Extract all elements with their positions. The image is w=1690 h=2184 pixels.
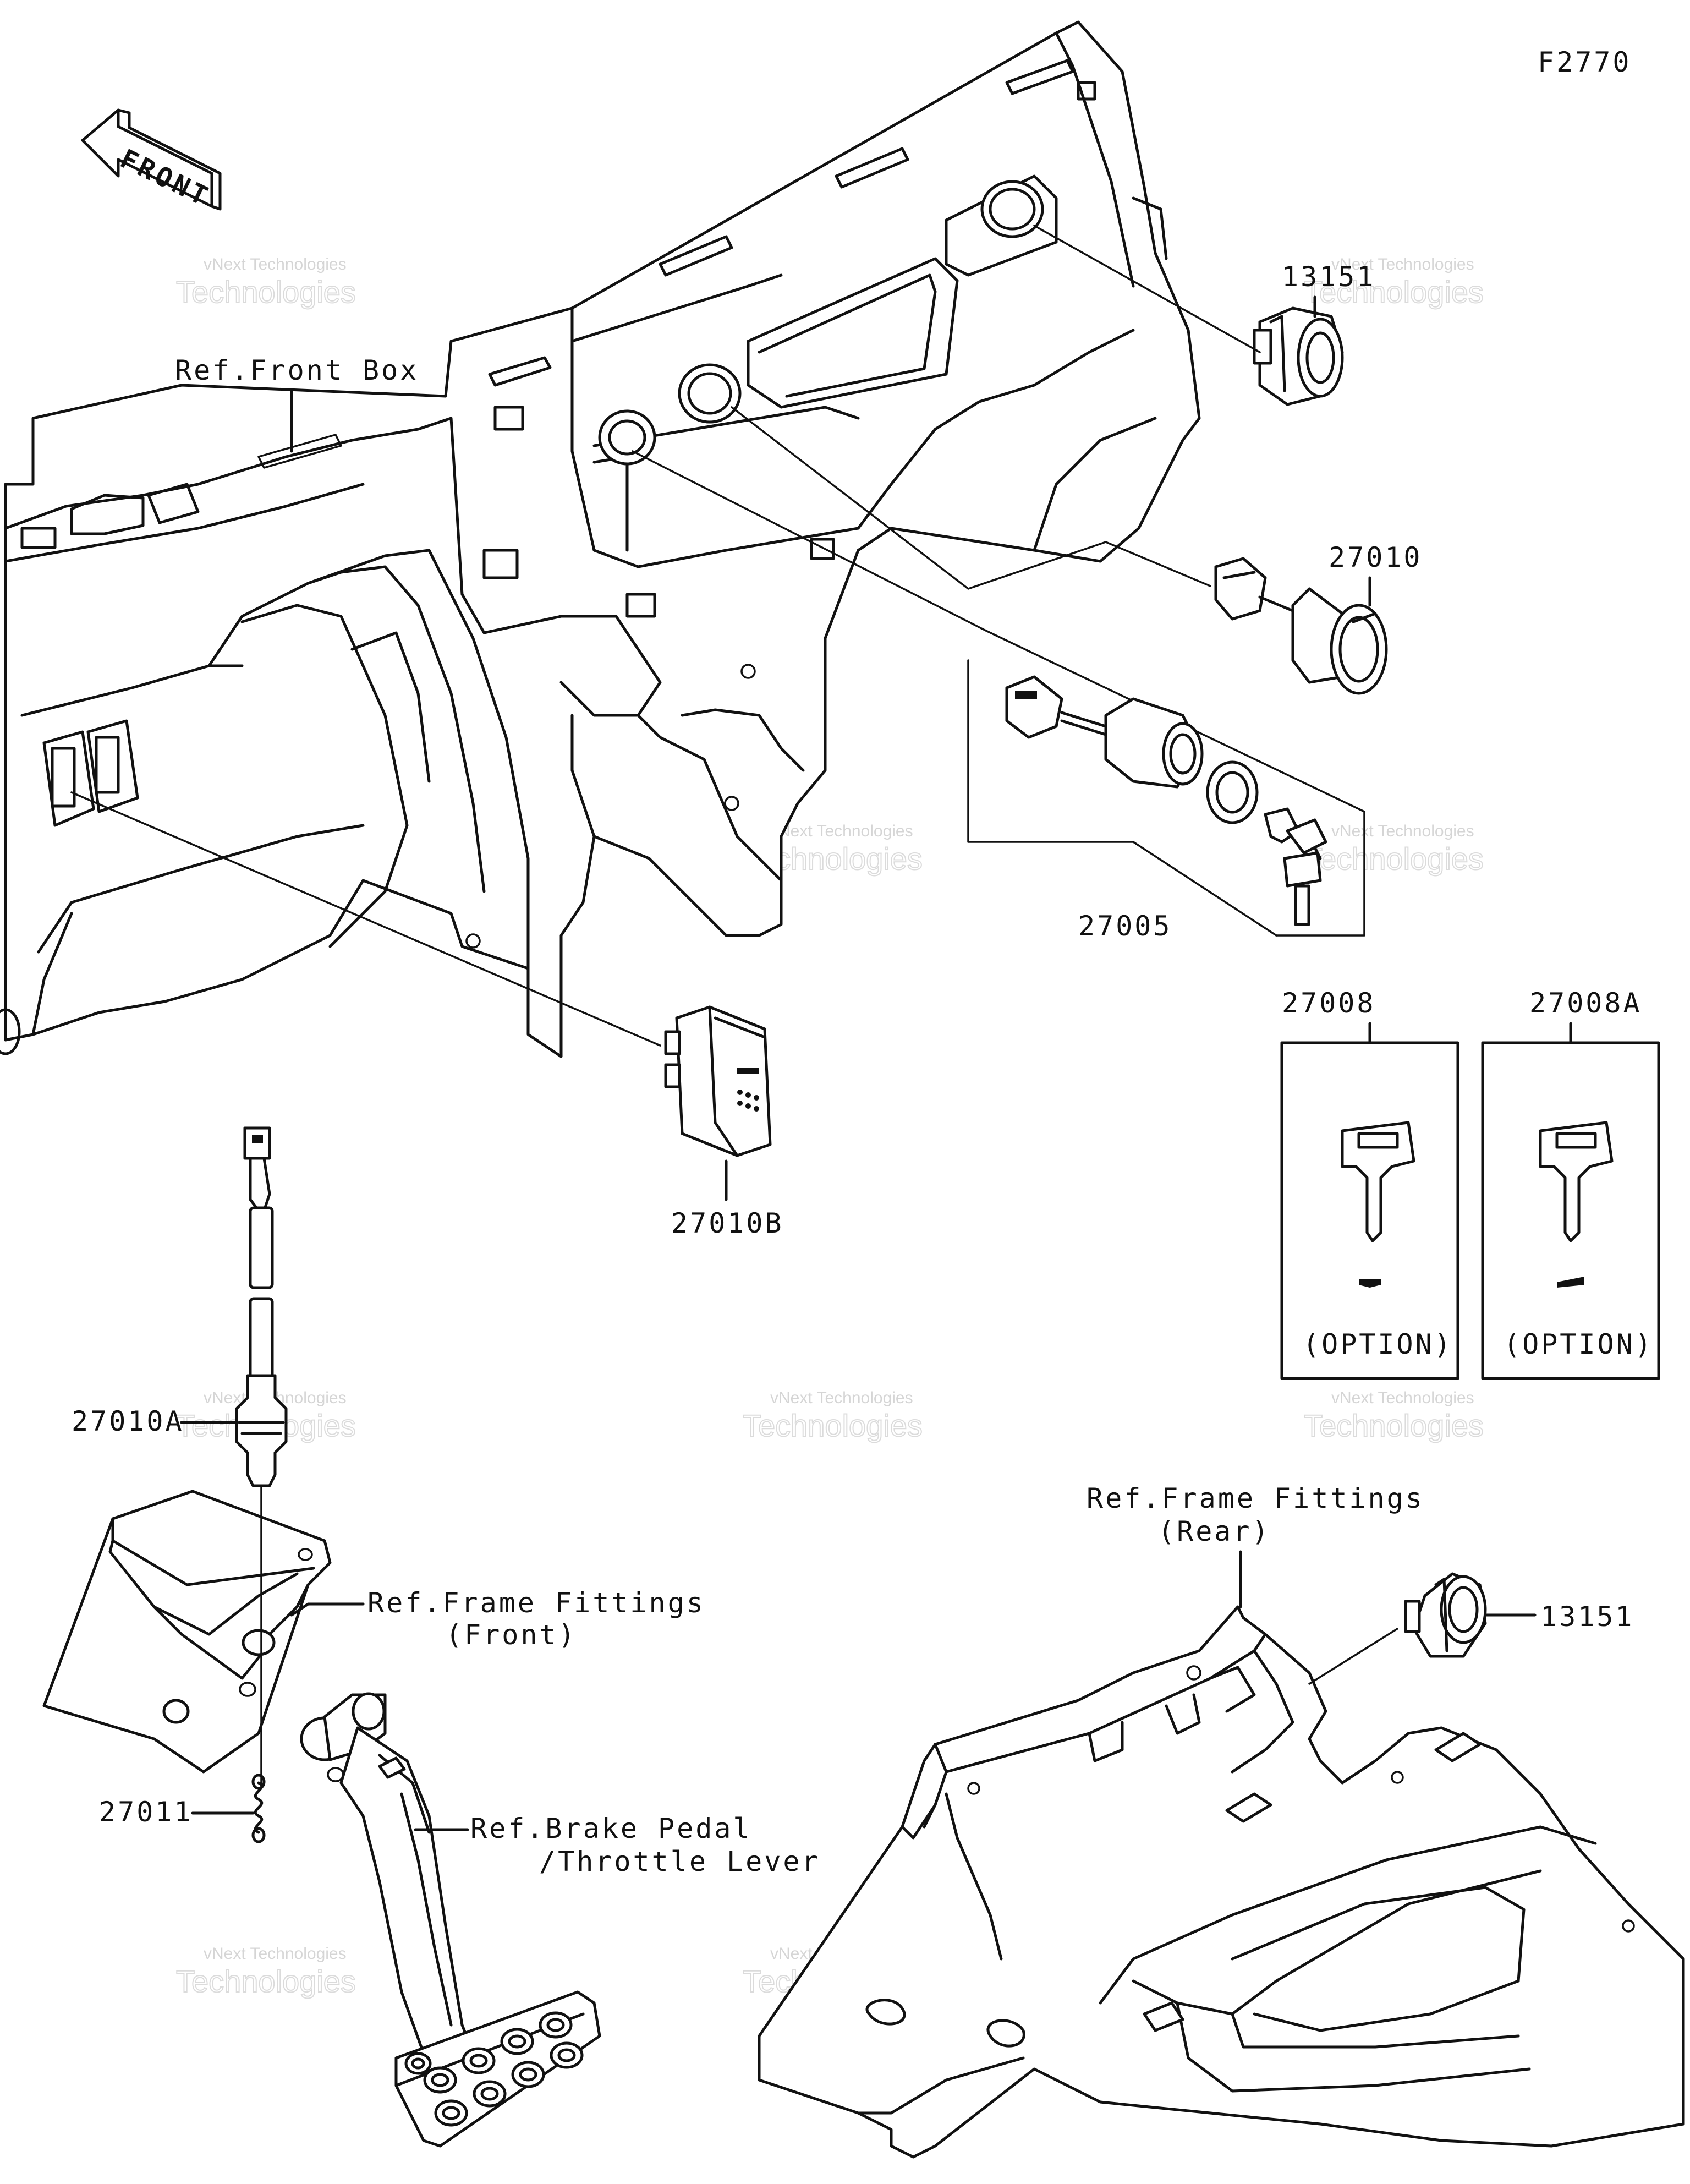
watermark-text: Technologies xyxy=(743,1408,923,1443)
option-label: (OPTION) xyxy=(1303,1328,1453,1360)
part-27010B-rocker-switch xyxy=(664,1005,772,1157)
part-27010B-label: 27010B xyxy=(671,1207,784,1239)
watermark-text: Technologies xyxy=(176,1964,356,1999)
part-27008-label: 27008 xyxy=(1282,987,1376,1019)
frame-fitting-rear xyxy=(758,1605,1685,2159)
ref-frame-fittings-rear-line2: (Rear) xyxy=(1158,1515,1271,1547)
ref-brake-pedal-line2: /Throttle Lever xyxy=(539,1846,821,1878)
watermark-text: vNext Technologies xyxy=(1331,822,1474,840)
ref-frame-fittings-front-line2: (Front) xyxy=(446,1619,577,1651)
ref-frame-fittings-front-line1: Ref.Frame Fittings xyxy=(367,1587,705,1619)
option-label: (OPTION) xyxy=(1504,1328,1654,1360)
part-27008-key-box: (OPTION) xyxy=(1280,1041,1459,1380)
part-27010-switch xyxy=(1214,557,1388,695)
watermark-text: vNext Technologies xyxy=(770,1389,913,1407)
pedal-pad-studs xyxy=(404,2011,584,2127)
watermark-text: Technologies xyxy=(1304,841,1484,876)
part-13151-bottom-label: 13151 xyxy=(1540,1601,1634,1633)
part-27010-label: 27010 xyxy=(1329,541,1423,573)
part-27010A-label: 27010A xyxy=(72,1405,184,1437)
part-27005-ignition-kit xyxy=(967,629,1365,937)
ref-front-box-label: Ref.Front Box xyxy=(175,354,419,386)
part-27010A-brake-switch xyxy=(235,1126,288,1487)
watermark-text: vNext Technologies xyxy=(204,255,347,273)
part-27011-spring xyxy=(251,1774,266,1843)
part-27005-label: 27005 xyxy=(1078,910,1172,942)
watermark-text: vNext Technologies xyxy=(770,822,913,840)
watermark-text: Technologies xyxy=(1304,1408,1484,1443)
frame-fitting-front xyxy=(42,1490,332,1774)
watermark-text: Technologies xyxy=(176,275,356,309)
part-13151-bottom xyxy=(1404,1572,1487,1658)
front-arrow-icon: FRONT xyxy=(81,108,222,213)
part-27011-label: 27011 xyxy=(99,1796,193,1828)
watermark-text: vNext Technologies xyxy=(1331,1389,1474,1407)
ref-frame-fittings-rear-line1: Ref.Frame Fittings xyxy=(1087,1482,1424,1514)
part-27008A-label: 27008A xyxy=(1529,987,1642,1019)
part-13151-top xyxy=(1253,306,1344,406)
watermark-text: vNext Technologies xyxy=(204,1945,347,1963)
dashboard-panel xyxy=(0,20,1201,1058)
watermark-text: vNext Technologies xyxy=(1331,255,1474,273)
part-27008A-key-box: (OPTION) xyxy=(1481,1041,1660,1380)
part-13151-top-label: 13151 xyxy=(1282,261,1376,293)
figure-code: F2770 xyxy=(1538,46,1632,78)
ref-brake-pedal-line1: Ref.Brake Pedal xyxy=(470,1813,752,1844)
brake-pedal xyxy=(300,1692,601,2148)
watermark-text: Technologies xyxy=(1304,275,1484,309)
